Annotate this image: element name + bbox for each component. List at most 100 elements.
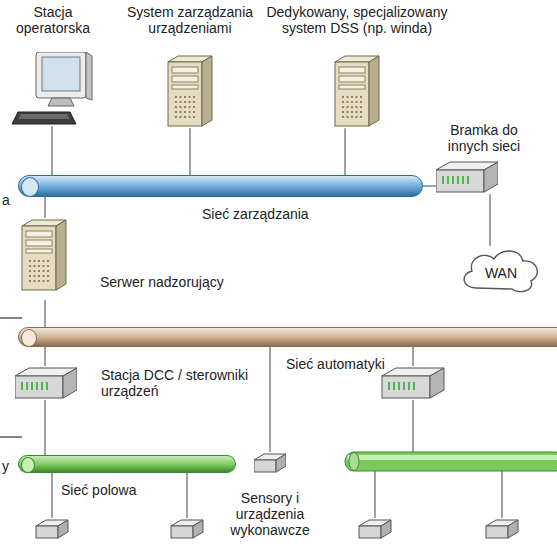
node-label: Stacja operatorska (8, 4, 98, 36)
icon-part (347, 111, 349, 113)
icon-part (360, 101, 362, 103)
decor-shape (0, 436, 22, 437)
icon-part (369, 56, 379, 126)
node-label: Bramka do innych sieci (436, 122, 532, 154)
icon-part (15, 376, 63, 398)
decor-shape (388, 382, 390, 390)
icon-part (356, 116, 358, 118)
icon-part (467, 176, 469, 184)
icon-part (184, 101, 186, 103)
icon-part (360, 96, 362, 98)
decor-shape (413, 382, 415, 390)
icon-part (175, 101, 177, 103)
icon-part (335, 62, 369, 126)
icon-part (189, 106, 191, 108)
pipe-end (21, 457, 35, 473)
icon-part (31, 382, 33, 390)
icon-part (462, 176, 464, 184)
decor-shape (486, 526, 508, 538)
field-network: Sieć polowa (18, 455, 236, 473)
icon-part (47, 280, 49, 282)
decor-shape (347, 455, 557, 460)
gateway-device: Bramka do innych sieci (436, 122, 532, 194)
decor-shape (345, 452, 557, 471)
icon-part (29, 270, 31, 272)
icon-part (46, 382, 48, 390)
icon-part (193, 96, 195, 98)
icon-part (172, 76, 198, 82)
network-link (44, 197, 45, 218)
icon-part (12, 112, 76, 124)
device-management-server: System zarządzania urządzeniami (120, 4, 260, 128)
icon-part (347, 96, 349, 98)
icon-part (351, 106, 353, 108)
network-link (44, 400, 45, 455)
decor-shape (382, 368, 444, 398)
icon-part (180, 116, 182, 118)
decor-shape (193, 520, 203, 538)
automation-network: Sieć automatyki (18, 327, 557, 347)
node-label: Stacja DCC / sterowniki urządzeń (101, 367, 251, 399)
icon-part (43, 265, 45, 267)
icon-part (347, 101, 349, 103)
icon-part (26, 382, 28, 390)
icon-part (175, 96, 177, 98)
icon-part (34, 275, 36, 277)
pipe-end (21, 329, 37, 347)
icon-part (41, 382, 43, 390)
icon-part (356, 101, 358, 103)
icon-part (202, 56, 212, 126)
icon-part (184, 111, 186, 113)
network-link (344, 128, 345, 175)
network-link (44, 300, 45, 327)
icon-part (168, 62, 202, 126)
decor-shape (408, 382, 410, 390)
icon-part (180, 106, 182, 108)
icon-part (38, 265, 40, 267)
icon-part (447, 176, 449, 184)
decor-shape (349, 453, 359, 471)
icon-part (29, 260, 31, 262)
icon-part (180, 101, 182, 103)
icon-part (175, 116, 177, 118)
decor-shape (393, 382, 395, 390)
icon-part (339, 76, 365, 82)
decor-shape (186, 473, 187, 518)
icon-part (347, 116, 349, 118)
icon-part (339, 85, 365, 89)
decor-shape (501, 471, 502, 518)
icon-part (339, 67, 365, 73)
decor-shape (486, 520, 518, 538)
node-icon (436, 160, 498, 194)
icon-part (360, 111, 362, 113)
node-label: Sieć automatyki (283, 356, 388, 372)
icon-part (193, 116, 195, 118)
icon-part (342, 101, 344, 103)
wan-cloud: WAN (458, 246, 544, 296)
icon-part (254, 460, 276, 472)
icon-part (452, 176, 454, 184)
cloud-path (464, 251, 537, 292)
node-label: WAN (485, 265, 517, 281)
icon-part (26, 231, 52, 237)
cut-off-label: a (2, 192, 10, 208)
node-icon (20, 218, 70, 300)
icon-part (34, 260, 36, 262)
icon-part (356, 111, 358, 113)
icon-part (47, 270, 49, 272)
icon-part (189, 116, 191, 118)
icon-part (42, 57, 80, 91)
icon-part (351, 111, 353, 113)
icon-part (484, 162, 498, 192)
icon-part (360, 106, 362, 108)
icon-part (342, 111, 344, 113)
icon-part (38, 260, 40, 262)
icon-part (193, 106, 195, 108)
icon-part (63, 368, 77, 398)
decor-shape (430, 368, 444, 398)
network-link (269, 347, 270, 452)
cut-off-label: y (2, 458, 9, 474)
decor-shape (58, 520, 68, 538)
icon-part (342, 106, 344, 108)
